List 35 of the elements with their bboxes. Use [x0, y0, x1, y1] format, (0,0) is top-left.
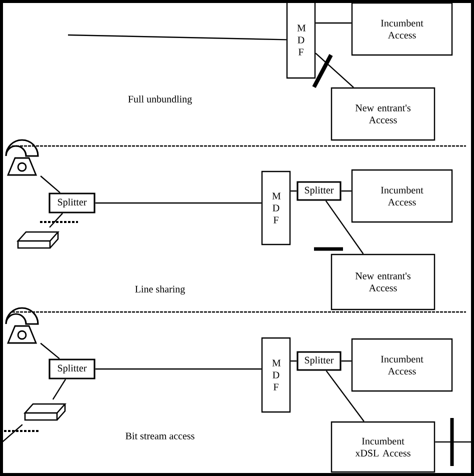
- access-box: Incumbent xDSL Access: [330, 421, 436, 473]
- panel-label: Full unbundling: [128, 95, 192, 105]
- panel-label: Bit stream access: [126, 432, 194, 440]
- line: [68, 34, 286, 40]
- line: [316, 22, 352, 24]
- access-box: New entrant's Access: [330, 87, 436, 141]
- mdf-box: M D F: [261, 337, 291, 413]
- line: [315, 52, 354, 88]
- line: [341, 190, 352, 192]
- line: [435, 441, 474, 443]
- line: [325, 200, 364, 254]
- line: [95, 202, 262, 204]
- line: [95, 368, 262, 370]
- splitter-box: Splitter: [296, 351, 342, 371]
- access-box: Incumbent Access: [351, 2, 453, 56]
- mdf-box: M D F: [261, 170, 291, 246]
- splitter-box: Splitter: [48, 358, 96, 380]
- mdf-box: M D F: [286, 1, 316, 79]
- telephone-drawing: [5, 139, 39, 176]
- line: [0, 424, 23, 444]
- line: [290, 360, 297, 362]
- splitter-box: Splitter: [296, 181, 342, 201]
- access-box: Incumbent Access: [351, 169, 453, 223]
- line: [341, 360, 352, 362]
- line: [49, 212, 63, 228]
- access-box: Incumbent Access: [351, 338, 453, 392]
- splitter-box: Splitter: [48, 192, 96, 214]
- line: [52, 378, 66, 400]
- telephone-drawing: [5, 307, 39, 344]
- line: [326, 370, 364, 422]
- panel-label: Line sharing: [135, 285, 185, 295]
- line: [40, 176, 60, 194]
- line: [40, 342, 60, 360]
- access-box: New entrant's Access: [330, 254, 436, 310]
- line: [290, 190, 297, 192]
